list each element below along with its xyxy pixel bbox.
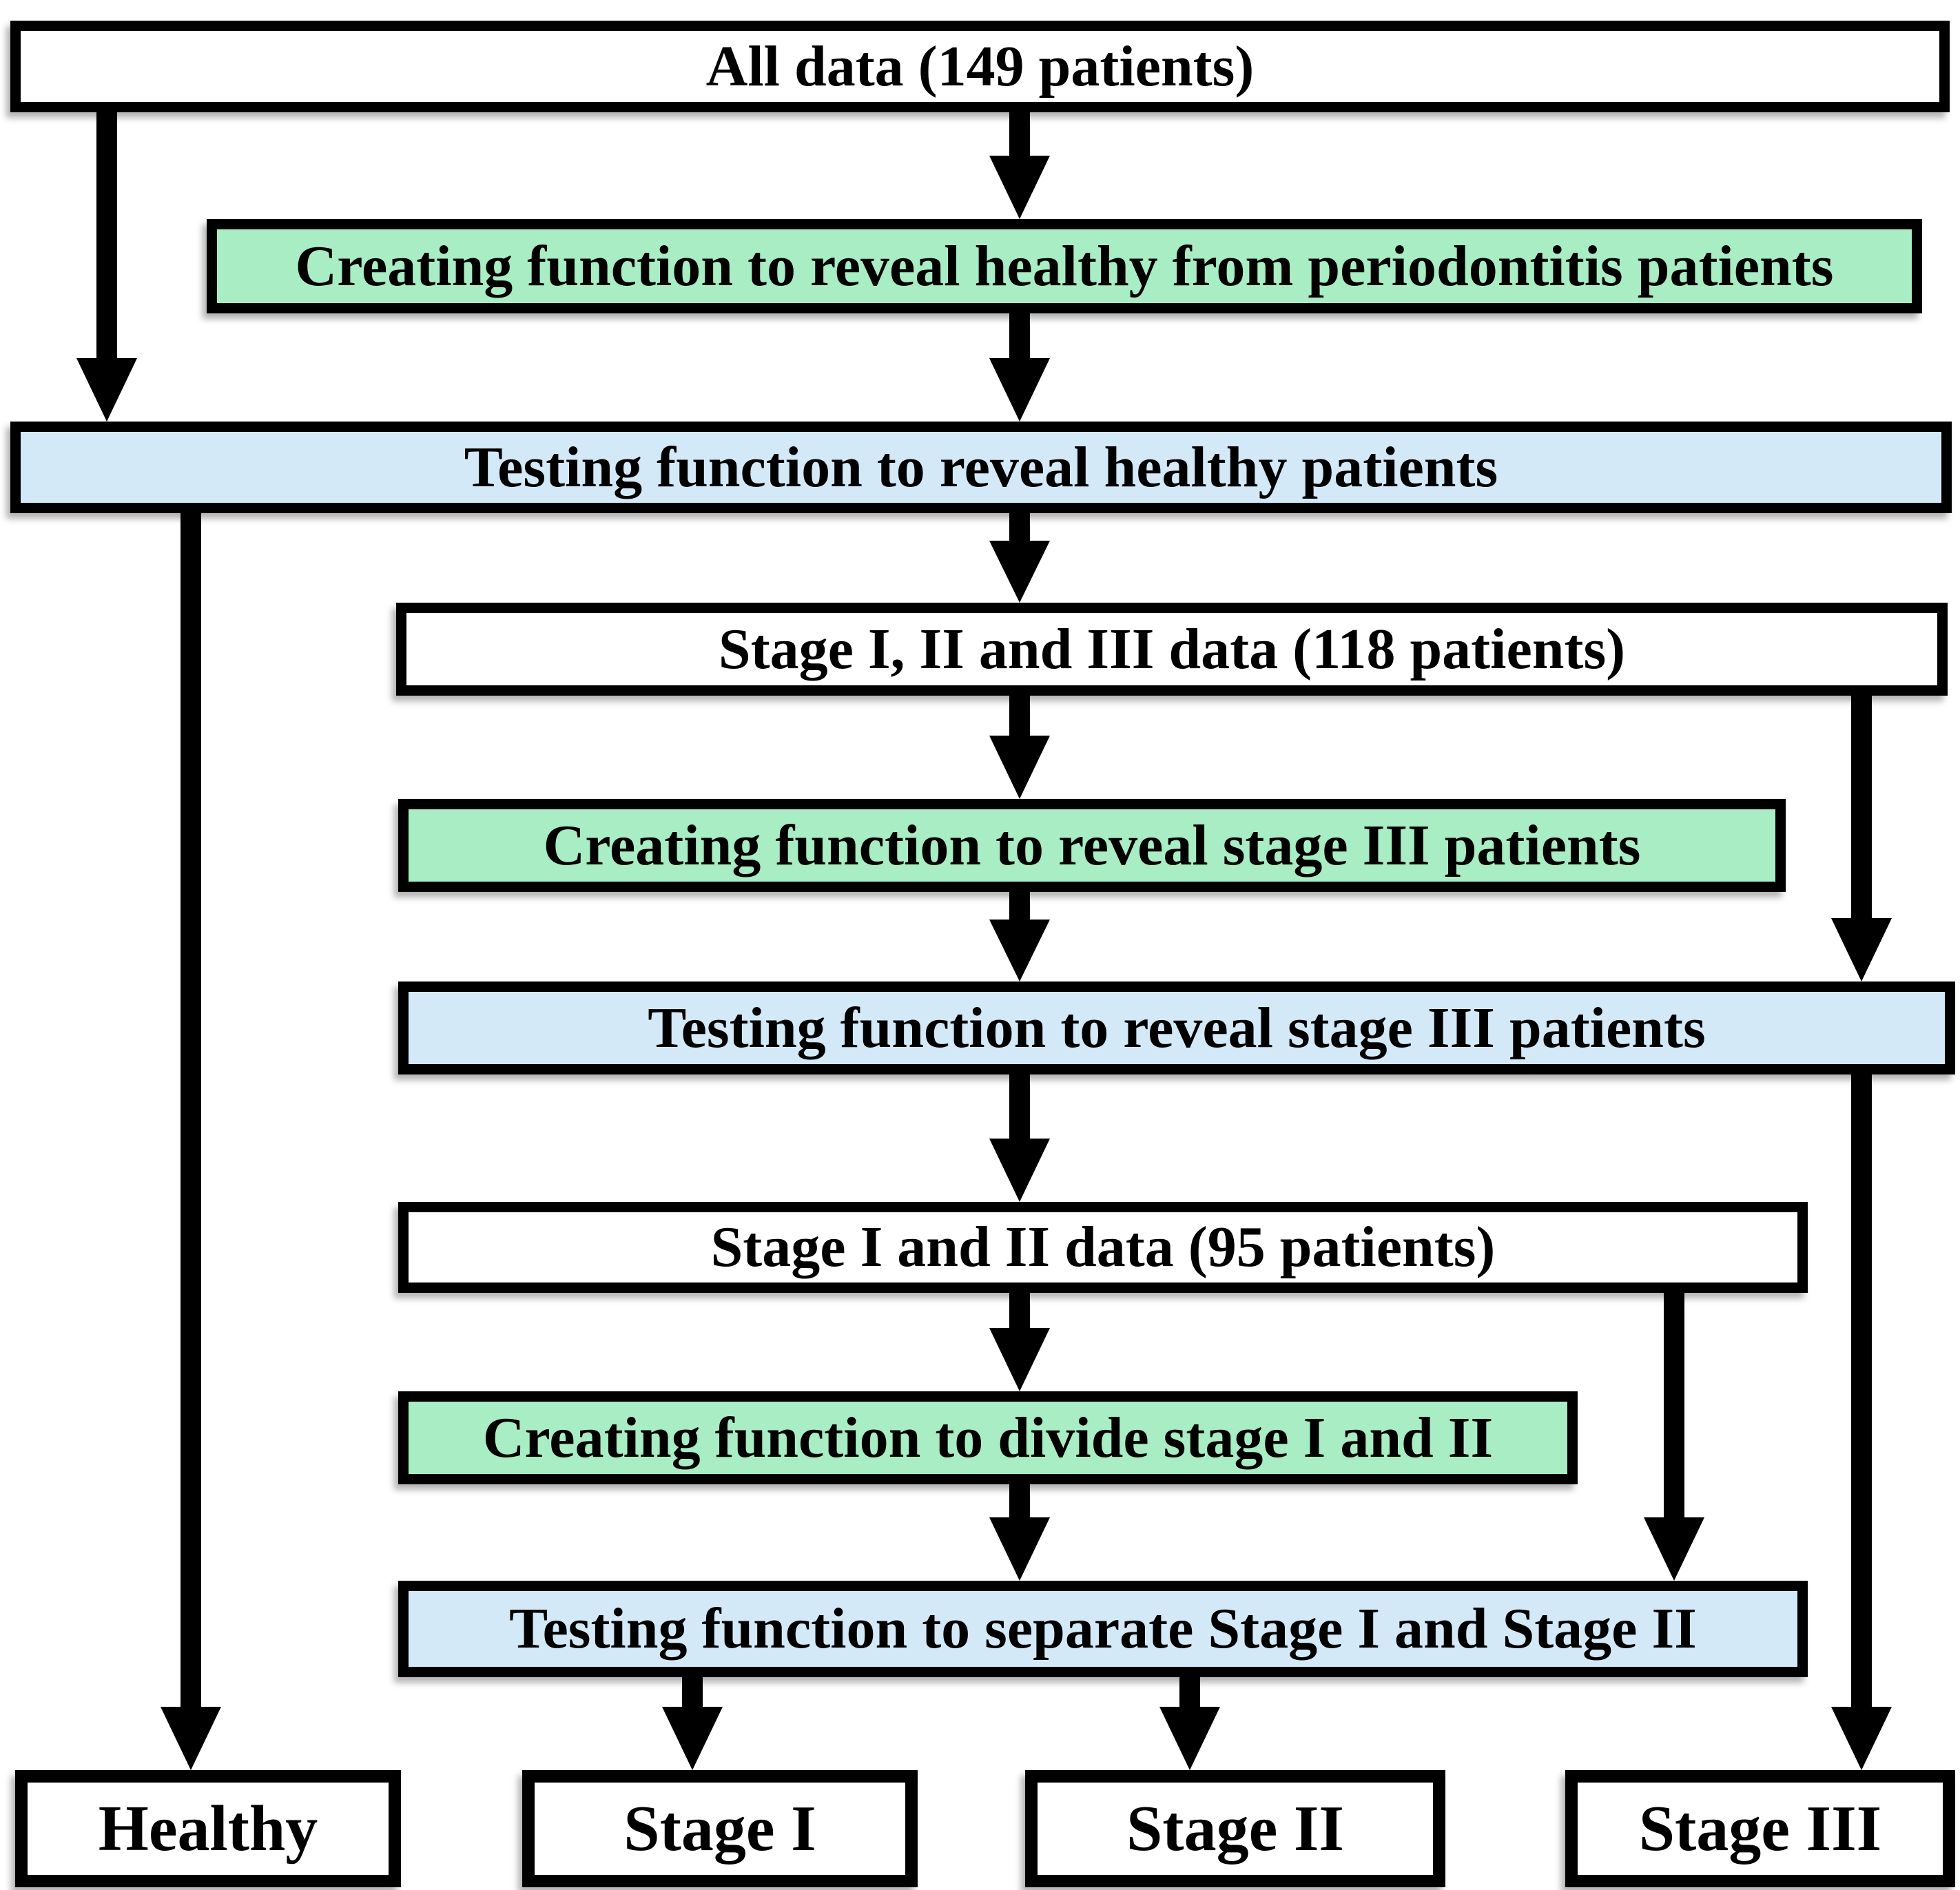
edge-create-stage3-to-test-stage3: [989, 892, 1050, 982]
node-stage12-data: Stage I and II data (95 patients): [398, 1202, 1808, 1293]
node-stage1: Stage I: [522, 1770, 918, 1887]
node-stage123-data: Stage I, II and III data (118 patients): [396, 603, 1948, 696]
node-all-data: All data (149 patients): [10, 21, 1950, 112]
edge-test-stage3-to-stage3: [1831, 1074, 1892, 1770]
edge-create-healthy-to-test-healthy: [989, 313, 1050, 422]
node-create-divide12: Creating function to divide stage I and …: [398, 1391, 1578, 1484]
node-create-stage3: Creating function to reveal stage III pa…: [398, 799, 1786, 892]
edge-all-data-to-create-healthy: [989, 112, 1050, 219]
edge-stage12-data-to-create-divide12: [989, 1293, 1050, 1391]
node-healthy: Healthy: [15, 1770, 401, 1887]
edge-test-stage3-to-stage12-data: [989, 1074, 1050, 1202]
edge-stage123-data-to-test-stage3: [1831, 696, 1892, 982]
node-create-healthy: Creating function to reveal healthy from…: [207, 219, 1922, 313]
edge-test-healthy-to-healthy: [161, 513, 221, 1770]
edge-test-separate12-to-stage2: [1159, 1677, 1220, 1770]
node-test-separate12: Testing function to separate Stage I and…: [398, 1581, 1808, 1677]
node-stage3: Stage III: [1565, 1770, 1955, 1887]
edge-all-data-to-test-healthy: [76, 112, 137, 422]
edge-create-divide12-to-test-separate12: [989, 1484, 1050, 1581]
node-stage2: Stage II: [1025, 1770, 1445, 1887]
node-test-healthy: Testing function to reveal healthy patie…: [10, 422, 1952, 513]
node-test-stage3: Testing function to reveal stage III pat…: [398, 982, 1955, 1074]
edge-test-separate12-to-stage1: [662, 1677, 723, 1770]
edge-stage12-data-to-test-separate12: [1644, 1293, 1704, 1581]
edge-test-healthy-to-stage123-data: [989, 513, 1050, 603]
edge-stage123-data-to-create-stage3: [989, 696, 1050, 799]
